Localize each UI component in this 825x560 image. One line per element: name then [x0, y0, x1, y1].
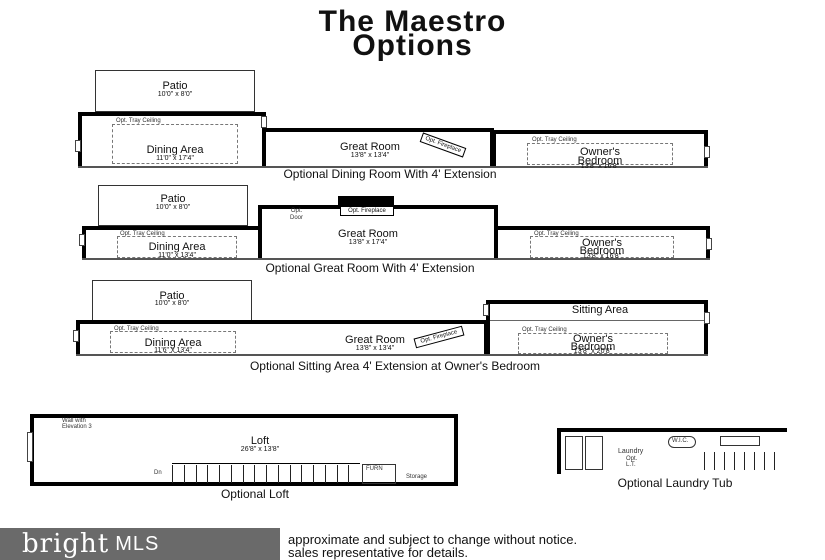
caption-loft: Optional Loft	[220, 487, 290, 501]
laundry-appliance	[565, 436, 583, 470]
window	[706, 238, 712, 250]
tray-ceiling-label: Opt. Tray Ceiling	[114, 326, 159, 332]
floor-line	[78, 166, 708, 168]
title-line-2: Options	[352, 29, 473, 62]
laundry-opt-2: L.T.	[626, 462, 636, 468]
window	[704, 312, 710, 324]
owner-bedroom-dim: 13'8" x 20'8"	[573, 348, 613, 355]
window	[73, 330, 79, 342]
sitting-area-label: Sitting Area	[571, 304, 629, 316]
door-label-1: Opt.	[290, 208, 303, 214]
owner-bedroom-wall	[486, 300, 708, 356]
storage-label: Storage	[406, 474, 428, 480]
fireplace-hearth	[338, 196, 394, 208]
owner-bedroom-label-2: Bedroom	[577, 155, 623, 167]
stairs	[172, 465, 360, 483]
patio-outline	[98, 185, 248, 226]
window	[79, 234, 85, 246]
tray-ceiling-outline	[117, 236, 237, 258]
laundry-appliance	[585, 436, 603, 470]
owner-bedroom-label-1: Owner's	[580, 146, 620, 158]
bright-mls-watermark: bright MLS	[0, 528, 280, 560]
dining-label: Dining Area	[146, 144, 204, 156]
stairs	[704, 452, 784, 470]
title-line-1: The Maestro	[318, 5, 507, 38]
floor-line	[76, 354, 708, 356]
window	[27, 432, 33, 462]
patio-label: Patio	[160, 193, 186, 205]
owner-bedroom-dim: 13'8" x 16'8"	[580, 163, 620, 170]
great-room-label: Great Room	[338, 228, 398, 240]
tray-ceiling-outline	[112, 124, 238, 164]
dining-dim: 11'6" x 13'4"	[154, 347, 192, 354]
owner-bedroom-label-1: Owner's	[582, 237, 622, 249]
sitting-divider	[490, 320, 704, 321]
tray-ceiling-outline	[110, 331, 236, 353]
floor-line	[82, 258, 710, 260]
patio-dim: 10'0" x 8'0"	[154, 300, 190, 307]
door-label: Opt. Door	[290, 208, 303, 222]
owner-tray-label: Opt. Tray Ceiling	[534, 231, 579, 237]
great-room-dim: 13'8" x 17'4"	[348, 239, 388, 246]
owner-bedroom-label-1: Owner's	[573, 333, 613, 345]
furnace-label: FURN	[366, 466, 383, 472]
patio-dim: 10'0" x 8'0"	[157, 91, 193, 98]
owner-tray-label: Opt. Tray Ceiling	[532, 137, 577, 143]
owner-tray-outline	[530, 236, 674, 258]
wall-note-1: Wall with	[62, 418, 86, 424]
tray-ceiling-label: Opt. Tray Ceiling	[116, 118, 161, 124]
owner-tray-label: Opt. Tray Ceiling	[522, 327, 567, 333]
stairs-down-label: Dn	[154, 470, 162, 476]
wall-note-2: Elevation 3	[62, 424, 92, 430]
dining-dim: 11'0" x 13'4"	[158, 252, 196, 259]
dining-dim: 11'0" x 17'4"	[156, 155, 194, 162]
laundry-opt-1: Opt.	[626, 456, 638, 462]
great-room-label: Great Room	[345, 334, 405, 346]
caption-plan-3: Optional Sitting Area 4' Extension at Ow…	[249, 359, 541, 373]
great-room-dim: 13'8" x 13'4"	[355, 345, 395, 352]
patio-dim: 10'0" x 8'0"	[155, 204, 191, 211]
dining-label: Dining Area	[144, 337, 202, 349]
laundry-label: Laundry	[618, 448, 644, 455]
owner-bedroom-label-2: Bedroom	[570, 341, 616, 353]
owner-tray-outline	[527, 143, 673, 165]
laundry-wall	[557, 428, 787, 474]
door-label-2: Door	[290, 215, 304, 221]
window	[261, 116, 267, 128]
patio-label: Patio	[159, 290, 185, 302]
loft-dim: 26'8" x 13'8"	[240, 446, 280, 453]
owner-bedroom-dim: 13'8" x 16'8"	[582, 253, 622, 260]
loft-label: Loft	[250, 435, 270, 447]
footer-line-2: sales representative for details.	[288, 545, 468, 560]
window	[704, 146, 710, 158]
caption-laundry: Optional Laundry Tub	[617, 476, 733, 490]
caption-plan-2: Optional Great Room With 4' Extension	[265, 261, 475, 275]
great-room-label: Great Room	[340, 141, 400, 153]
great-room-dim: 13'8" x 13'4"	[350, 152, 390, 159]
wic-label: W.I.C.	[672, 438, 689, 444]
tray-ceiling-label: Opt. Tray Ceiling	[120, 231, 165, 237]
patio-outline	[95, 70, 255, 112]
footer-line-1: approximate and subject to change withou…	[288, 532, 578, 547]
shelf	[720, 436, 760, 446]
watermark-mls: MLS	[115, 532, 160, 555]
window	[75, 140, 81, 152]
patio-label: Patio	[162, 80, 188, 92]
owner-bedroom-label-2: Bedroom	[579, 245, 625, 257]
stair-rail	[172, 463, 360, 464]
window	[483, 304, 489, 316]
fireplace-label: Opt. Fireplace	[340, 206, 394, 216]
dining-label: Dining Area	[148, 241, 206, 253]
watermark-brand: bright	[22, 529, 110, 559]
furnace-box	[362, 464, 396, 484]
owner-tray-outline	[518, 333, 668, 354]
wic-oval	[668, 436, 696, 448]
caption-plan-1: Optional Dining Room With 4' Extension	[283, 167, 497, 181]
